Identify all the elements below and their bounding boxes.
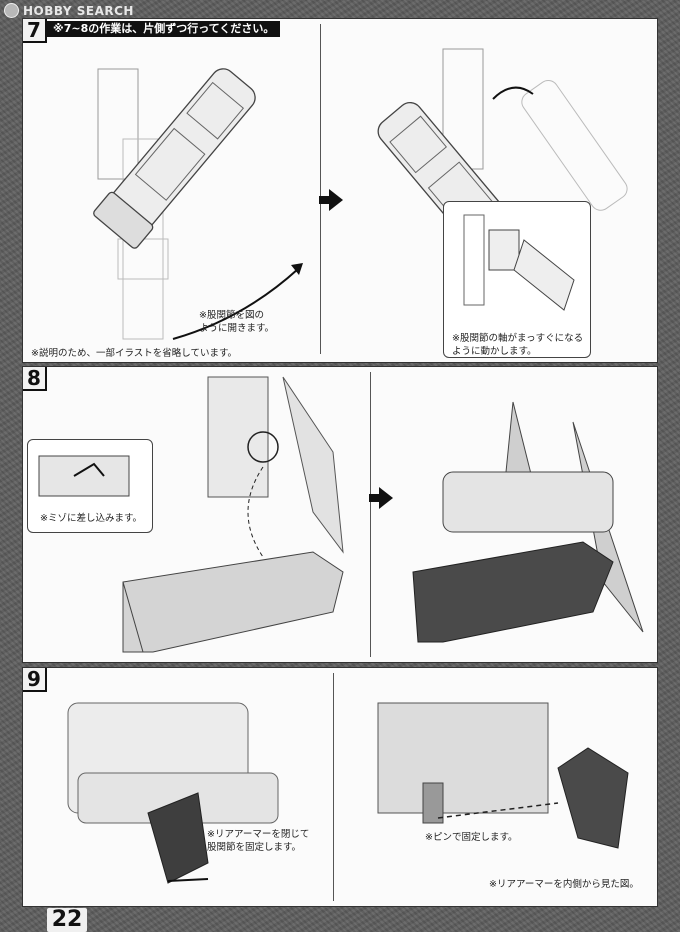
step-7-header-note: ※7~8の作業は、片側ずつ行ってください。 xyxy=(47,21,281,37)
watermark-text: HOBBY SEARCH xyxy=(23,3,134,18)
step-7-note-omitted: ※説明のため、一部イラストを省略しています。 xyxy=(31,348,238,359)
step-9-panel: 9 ※リアアーマーを閉じて 股関節を固定します。 ※ピンで固定します。 ※リアア… xyxy=(22,667,658,907)
step-9-note-close-armor: ※リアアーマーを閉じて 股関節を固定します。 xyxy=(207,829,310,853)
step-7-detail-illustration xyxy=(463,214,575,311)
step-7-left-illustration xyxy=(93,68,303,340)
step-7-note-open: ※股関節を図の ように開きます。 xyxy=(199,310,275,334)
step-9-divider xyxy=(333,673,334,901)
step-9-left-illustration xyxy=(67,702,279,884)
step-8-divider xyxy=(370,372,371,657)
watermark-logo-icon xyxy=(4,3,19,18)
step-8-right-illustration xyxy=(412,401,644,643)
step-9-note-pin: ※ピンで固定します。 xyxy=(425,832,518,843)
step-7-next-arrow-icon xyxy=(319,189,343,211)
step-8-number: 8 xyxy=(23,367,47,391)
step-7-number: 7 xyxy=(23,19,47,43)
page-number: 22 xyxy=(47,908,87,932)
step-8-next-arrow-icon xyxy=(369,487,393,509)
step-9-number: 9 xyxy=(23,668,47,692)
step-7-note-axis: ※股関節の軸がまっすぐになる ように動かします。 xyxy=(452,333,584,357)
watermark: HOBBY SEARCH xyxy=(4,3,134,18)
step-7-divider xyxy=(320,24,321,354)
step-8-detail-illustration xyxy=(38,455,130,497)
step-8-left-illustration xyxy=(122,376,344,653)
step-8-note-groove: ※ミゾに差し込みます。 xyxy=(40,513,143,524)
step-8-detail-callout: ※ミゾに差し込みます。 xyxy=(27,439,153,533)
step-9-right-illustration xyxy=(377,702,629,849)
step-7-panel: 7 ※7~8の作業は、片側ずつ行ってください。 ※股関節を図の ように開きます。… xyxy=(22,18,658,363)
step-9-note-inside-view: ※リアアーマーを内側から見た図。 xyxy=(489,879,639,890)
step-7-detail-callout: ※股関節の軸がまっすぐになる ように動かします。 xyxy=(443,201,591,358)
step-8-panel: 8 ※ミゾに差し込みます。 xyxy=(22,366,658,663)
